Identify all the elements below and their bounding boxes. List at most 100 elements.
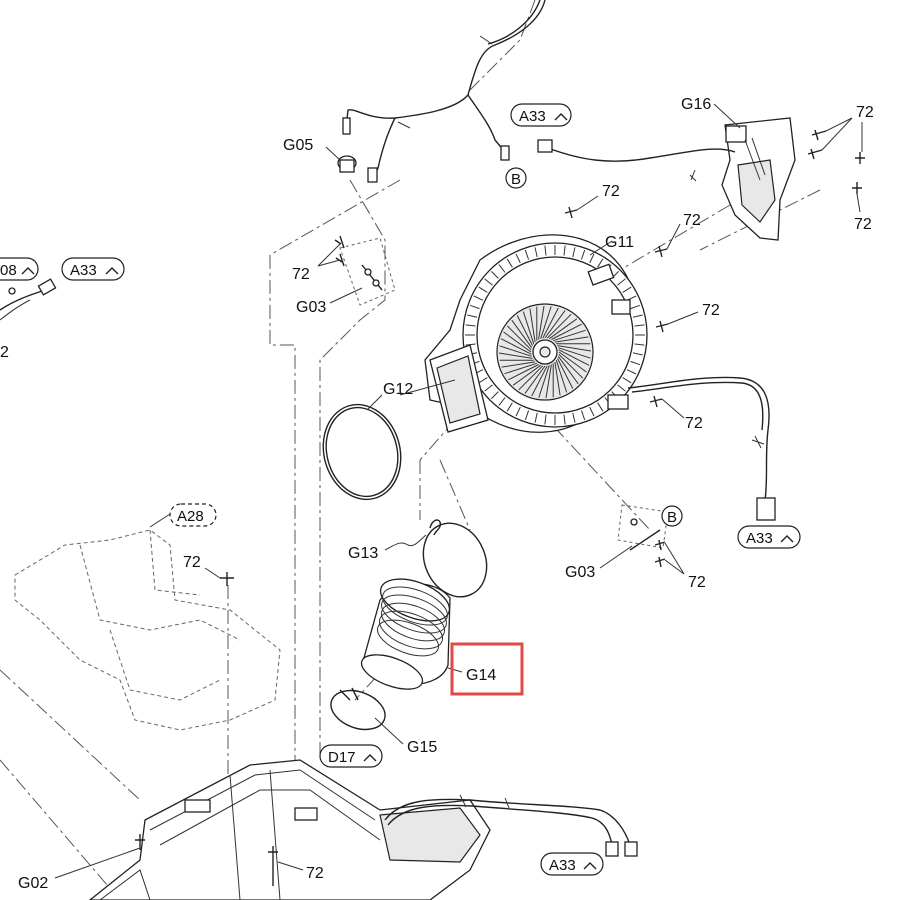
- housing-rib: [491, 271, 499, 279]
- g16-screws: [807, 117, 865, 213]
- housing-rib: [465, 324, 476, 327]
- svg-text:A33: A33: [746, 530, 773, 547]
- fan-blade: [522, 311, 535, 344]
- housing-rib: [634, 343, 645, 346]
- g12-gasket-ring: [322, 394, 402, 501]
- label-72-i: 72: [183, 554, 201, 571]
- housing-rib: [622, 286, 632, 293]
- fan-blade: [518, 365, 544, 391]
- g03-top-bracket: [317, 235, 396, 306]
- ref-a33-right: A33: [737, 525, 801, 549]
- fan-blade: [546, 313, 572, 339]
- label-72-b: 72: [856, 104, 874, 121]
- fan-blade: [538, 365, 550, 398]
- fan-blade: [557, 345, 592, 352]
- fan-blade: [544, 310, 566, 339]
- label-g05: G05: [283, 137, 313, 154]
- fan-blade: [558, 351, 587, 373]
- g03-right-bracket: [599, 504, 685, 575]
- g11-blower-housing: [399, 234, 648, 433]
- housing-rib: [524, 249, 530, 260]
- fan-blade: [499, 345, 532, 357]
- housing-rib: [478, 286, 488, 293]
- ref-a33-top: A33: [510, 103, 572, 127]
- fan-blade: [554, 361, 561, 396]
- housing-rib: [544, 414, 547, 425]
- housing-rib: [632, 314, 643, 318]
- svg-text:D17: D17: [328, 749, 356, 766]
- fan-blade: [557, 358, 574, 389]
- part-labels: G05 72 G03 G16 72 72 72 G11 72 72 72 G12…: [0, 96, 874, 892]
- housing-rib: [589, 406, 595, 417]
- housing-rib: [563, 414, 566, 425]
- fan-blade: [504, 362, 537, 375]
- housing-rib: [634, 324, 645, 327]
- ref-a33-left: A33: [61, 257, 125, 281]
- svg-text:B: B: [511, 171, 521, 188]
- label-g13: G13: [348, 545, 378, 562]
- fan-blade: [558, 353, 584, 379]
- housing-rib: [544, 245, 547, 256]
- fan-blade: [529, 308, 536, 343]
- label-g11: G11: [605, 234, 634, 251]
- svg-text:A28: A28: [177, 508, 204, 525]
- label-72-h: 72: [688, 574, 706, 591]
- g16-bracket: [713, 103, 796, 241]
- fan-blade: [508, 364, 539, 381]
- fan-blade: [551, 323, 582, 340]
- ref-d17: D17: [319, 744, 383, 768]
- housing-rib: [632, 352, 643, 356]
- label-72-c: 72: [854, 216, 872, 233]
- housing-rib: [630, 304, 641, 310]
- label-72-f: 72: [702, 302, 720, 319]
- fan-blade: [503, 331, 532, 353]
- label-72-e: 72: [683, 212, 701, 229]
- housing-rib: [469, 304, 480, 310]
- fan-blade: [545, 364, 552, 399]
- assembly-guide-lines: [0, 0, 821, 900]
- housing-rib: [617, 278, 626, 286]
- label-72-a: 72: [292, 266, 310, 283]
- fan-blade: [531, 365, 548, 397]
- bottom-wire-harness: [384, 794, 638, 857]
- housing-rib: [491, 391, 499, 399]
- label-g02: G02: [18, 875, 48, 892]
- housing-rib: [622, 377, 632, 384]
- housing-rib: [617, 384, 626, 392]
- label-72-d: 72: [602, 183, 620, 200]
- housing-rib: [484, 384, 493, 392]
- fan-blade: [549, 318, 578, 340]
- fan-blade: [501, 361, 536, 368]
- fan-blade: [540, 306, 552, 339]
- ref-a28: A28: [169, 503, 217, 527]
- housing-rib: [580, 249, 586, 260]
- housing-rib: [467, 314, 478, 318]
- housing-rib: [580, 410, 586, 421]
- label-g14: G14: [466, 667, 496, 684]
- fan-blade: [516, 315, 533, 346]
- svg-text:A33: A33: [70, 262, 97, 279]
- fan-blade: [555, 360, 568, 393]
- fan-blade: [558, 349, 590, 366]
- fan-blade: [498, 352, 533, 359]
- fan-blade: [554, 336, 589, 343]
- housing-rib: [534, 247, 538, 258]
- label-g03-right: G03: [565, 564, 595, 581]
- g05-grommet: [325, 146, 357, 173]
- svg-text:A33: A33: [519, 108, 546, 125]
- g15-clamp: [330, 687, 404, 745]
- housing-rib: [478, 377, 488, 384]
- housing-rib: [506, 402, 513, 412]
- g11-screws: [564, 195, 699, 419]
- left-harness-fragment: [0, 278, 57, 321]
- reference-callouts: A33 A33 08 A33 A33 A28 D17: [0, 103, 801, 876]
- right-wire-harness: [627, 376, 776, 521]
- a28-screw: [204, 567, 234, 586]
- g14-highlight-box: [450, 642, 524, 696]
- housing-rib: [589, 253, 595, 264]
- fan-blade: [500, 338, 532, 355]
- fan-blade: [542, 307, 559, 339]
- housing-rib: [534, 412, 538, 423]
- housing-rib: [473, 295, 484, 301]
